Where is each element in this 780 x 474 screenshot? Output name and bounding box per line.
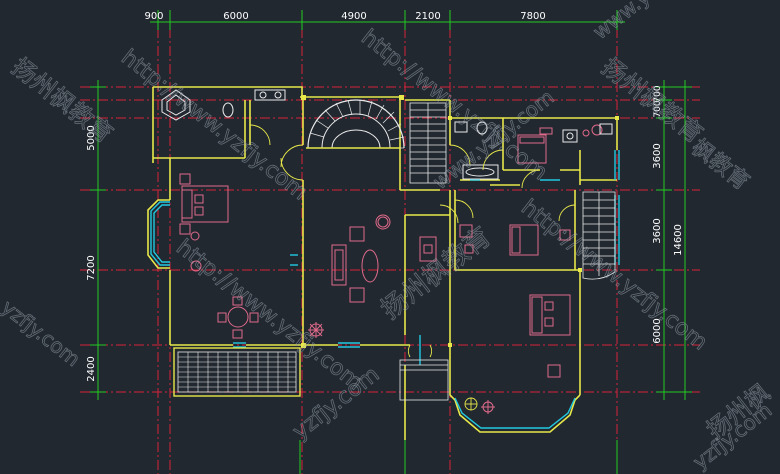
side-staircase	[582, 191, 616, 280]
top-dim-4: 2100	[415, 11, 440, 22]
left-dimension-texts: 5000 7200 2400	[86, 125, 97, 381]
watermark-brand-2: 扬州枫教育	[596, 53, 708, 149]
left-dim-2: 7200	[86, 255, 97, 280]
right-dim-5: 6000	[652, 318, 663, 343]
right-dim-total: 14600	[673, 224, 684, 256]
plant-yellow	[464, 397, 478, 411]
watermark-url-1: http://www.yzfjy.com	[116, 45, 312, 205]
watermark-url-7: yzfjy.com	[0, 295, 85, 371]
watermark-url-3: http://www.yzfjy.com	[171, 235, 367, 395]
left-dim-3: 2400	[86, 356, 97, 381]
entrance-steps	[399, 359, 449, 401]
right-dimension-texts: 700 700 3600 3600 6000 14600	[652, 85, 684, 344]
left-dim-1: 5000	[86, 125, 97, 150]
right-dim-2: 700	[653, 100, 663, 117]
watermark-url-4: http://www.yzfjy.com	[516, 195, 712, 355]
walls	[147, 86, 618, 440]
top-dim-3: 4900	[341, 11, 366, 22]
watermark-brand-1: 扬州枫教育	[6, 53, 118, 149]
furniture	[179, 124, 603, 378]
bathroom-fixtures	[161, 89, 613, 180]
door-swings	[249, 124, 576, 358]
top-dim-1: 900	[144, 11, 163, 22]
right-dim-3: 3600	[652, 143, 663, 168]
wall-columns	[301, 95, 619, 348]
top-dim-5: 7800	[520, 11, 545, 22]
spiral-staircase	[306, 99, 405, 149]
dimension-lines	[90, 10, 692, 474]
balcony-left	[173, 347, 301, 397]
plant-symbols	[308, 214, 495, 414]
top-dim-2: 6000	[223, 11, 248, 22]
right-dim-4: 3600	[652, 218, 663, 243]
top-dimension-texts: 900 6000 4900 2100 7800	[144, 11, 545, 22]
straight-staircase	[409, 102, 447, 184]
watermark-url-6: www.yzfjy.com	[588, 0, 718, 44]
watermark-brand-5: 枫教育	[686, 135, 753, 195]
right-dim-1: 700	[653, 85, 663, 102]
